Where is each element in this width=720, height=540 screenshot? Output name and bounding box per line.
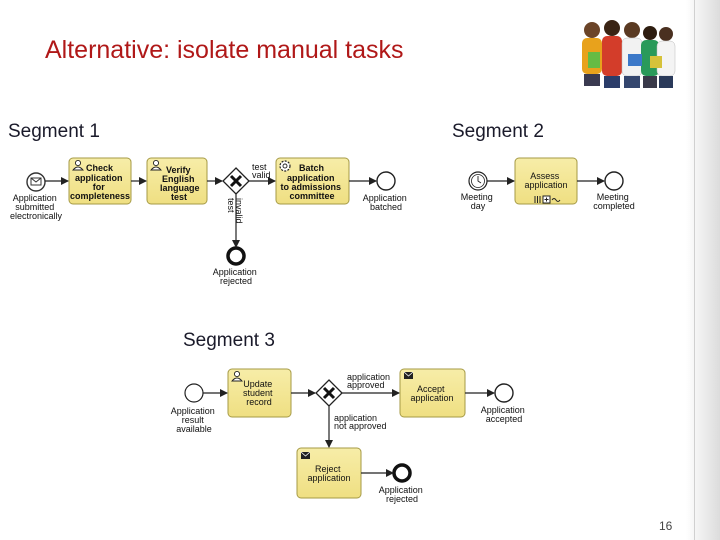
svg-text:application to admissions: application to admissions committee: [280, 173, 343, 201]
seg3-start-event: [184, 383, 204, 403]
envelope-icon: [403, 371, 414, 379]
seg3-end-accepted-event: [494, 383, 514, 403]
application-accepted-label: Application accepted: [481, 405, 528, 424]
accept-application-label: Accept application: [410, 384, 453, 403]
page-number: 16: [659, 519, 673, 533]
meeting-day-label: Meeting day: [461, 192, 496, 211]
seg1-end-rejected-event: [226, 246, 246, 266]
seg1-xor-gateway: [222, 167, 250, 195]
seg3-sequence-flows: [203, 389, 495, 477]
meeting-completed-label: Meeting completed: [593, 192, 635, 211]
gear-icon: [279, 160, 291, 172]
application-not-approved-label: application not approved: [334, 413, 387, 431]
user-task-icon: [72, 159, 84, 171]
segment-1-label: Segment 1: [8, 121, 100, 142]
svg-text:application for comple: application for completeness: [70, 173, 130, 201]
assess-application-label: Assess application: [524, 171, 567, 190]
seg1-sequence-flows: [45, 177, 377, 248]
multi-instance-marker-icon: [534, 195, 561, 204]
batch-application-label: Batch: [299, 163, 324, 173]
update-student-record-label: Update student record: [243, 379, 275, 407]
slide-side-strip: [686, 0, 720, 540]
envelope-icon: [300, 451, 311, 459]
seg1-start-label: Application submitted electronically: [10, 193, 63, 221]
application-approved-label: application approved: [347, 372, 393, 390]
user-task-icon: [231, 370, 243, 382]
segment-2-label: Segment 2: [452, 121, 544, 142]
segment-3-label: Segment 3: [183, 330, 275, 351]
gateway-invalid-label: test invalid: [226, 198, 244, 224]
seg1-end-batched-event: [376, 171, 396, 191]
end-batched-label: Application batched: [363, 193, 410, 212]
seg3-rejected-label: Application rejected: [379, 485, 426, 504]
seg3-xor-gateway: [315, 379, 343, 407]
seg2-end-event: [604, 171, 624, 191]
verify-english-label: Verify English language test: [160, 165, 202, 202]
check-application-label: Check: [86, 163, 114, 173]
seg2-timer-start-event: [468, 171, 488, 191]
students-photo: [574, 18, 678, 90]
slide-title: Alternative: isolate manual tasks: [45, 36, 404, 64]
reject-application-label: Reject application: [307, 464, 350, 483]
user-task-icon: [150, 159, 162, 171]
gateway-valid-label: test valid: [252, 162, 271, 180]
result-available-label: Application result available: [171, 406, 218, 434]
end-rejected-label: Application rejected: [213, 267, 260, 286]
seg3-end-rejected-event: [392, 463, 412, 483]
